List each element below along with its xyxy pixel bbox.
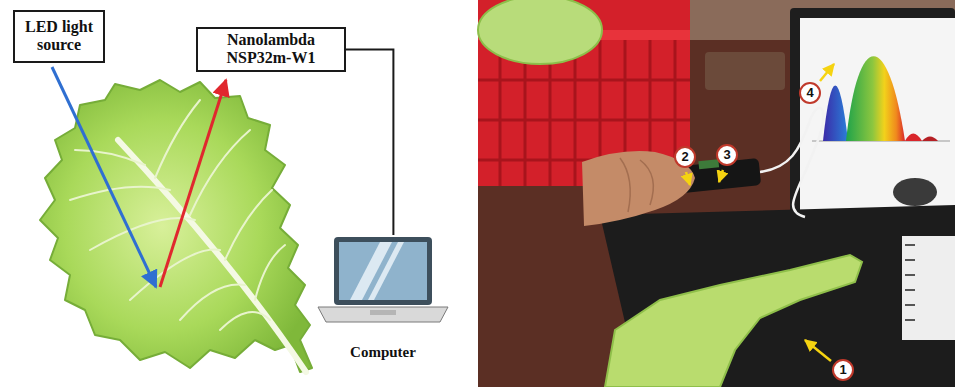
- lettuce-in-basket: [478, 0, 602, 64]
- leaf-vein: [225, 190, 272, 260]
- leaf-vein: [190, 130, 250, 215]
- sensor-board: [698, 159, 719, 169]
- leaf-vein: [180, 284, 245, 320]
- notebook: [902, 236, 955, 340]
- reflected-light-arrow: [160, 80, 226, 287]
- photo: [478, 0, 955, 387]
- incident-light-arrow: [52, 67, 156, 287]
- device-box: Nanolambda NSP32m-W1: [196, 27, 346, 72]
- leader-arrow: [820, 64, 834, 81]
- laptop-icon: [318, 237, 448, 322]
- lettuce-leaf: [40, 80, 312, 372]
- leaf-vein: [70, 187, 170, 200]
- green-peak: [846, 56, 905, 141]
- leader-arrow: [719, 170, 723, 182]
- leaf-vein: [75, 150, 145, 165]
- callout-number: 3: [716, 144, 738, 166]
- monitor: [790, 8, 955, 220]
- notebook-page: [902, 236, 955, 340]
- usb-cable: [760, 108, 823, 217]
- leaf-vein: [220, 312, 270, 330]
- monitor-frame: [790, 8, 955, 220]
- node-label: LED light source: [21, 18, 97, 55]
- screen-glare: [368, 242, 404, 300]
- leaf-vein: [255, 245, 285, 300]
- leader-arrows: [686, 64, 834, 361]
- red-bump: [922, 137, 938, 142]
- device-box: LED light source: [13, 10, 105, 63]
- laptop-base: [318, 307, 448, 322]
- callout-number: 1: [832, 359, 854, 381]
- computer-mouse: [893, 178, 937, 206]
- notebook-rings: [905, 245, 915, 320]
- computer-node: Computer: [318, 235, 448, 361]
- node-label: Computer: [318, 343, 448, 361]
- callout-number: 4: [799, 82, 821, 104]
- callout-number: 2: [674, 146, 696, 168]
- leaf-blade: [40, 80, 312, 372]
- laptop-touchpad: [370, 310, 396, 315]
- laptop-lid: [334, 237, 432, 305]
- node-label: Nanolambda NSP32m-W1: [204, 31, 338, 68]
- leaf-vein: [155, 100, 200, 178]
- red-bump: [905, 134, 922, 142]
- blue-peak: [823, 86, 848, 142]
- finger-lines: [620, 158, 653, 212]
- leaf-veins: [70, 100, 285, 330]
- lettuce-leaf-sample: [605, 255, 862, 387]
- mouse-pad: [600, 205, 955, 387]
- laptop-screen: [339, 242, 427, 300]
- leader-arrow: [686, 172, 690, 185]
- leader-arrow: [805, 340, 831, 361]
- connector-line: [346, 49, 393, 235]
- brown-pouch: [705, 52, 785, 90]
